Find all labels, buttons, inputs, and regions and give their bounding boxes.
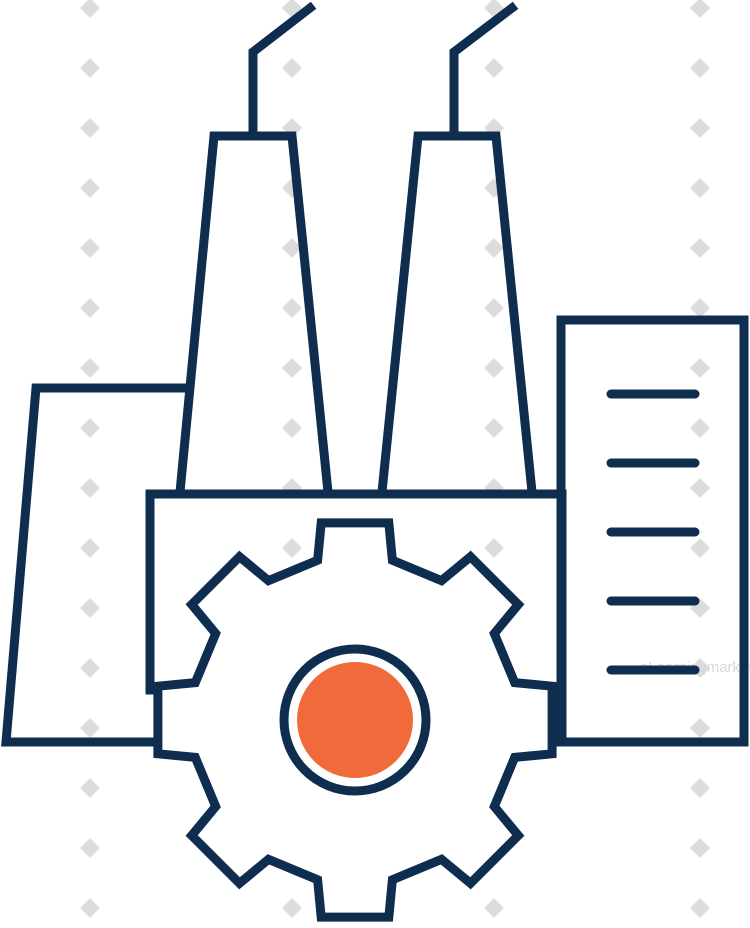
watermark-diamond-icon	[282, 538, 302, 558]
watermark-diamond-icon	[484, 358, 504, 378]
watermark-diamond-icon	[484, 898, 504, 918]
gear-core-icon	[297, 662, 413, 778]
watermark-diamond-icon	[690, 778, 710, 798]
right-building-icon	[556, 315, 749, 747]
watermark-diamond-icon	[690, 178, 710, 198]
watermark-diamond-icon	[484, 538, 504, 558]
watermark-diamond-icon	[80, 538, 100, 558]
chimney-left-icon	[175, 131, 333, 497]
watermark-diamond-icon	[484, 298, 504, 318]
watermark-diamond-icon	[80, 478, 100, 498]
watermark-diamond-icon	[690, 838, 710, 858]
watermark-diamond-icon	[690, 478, 710, 498]
watermark-diamond-icon	[484, 418, 504, 438]
watermark-diamond-icon	[80, 178, 100, 198]
watermark-diamond-icon	[690, 298, 710, 318]
watermark-diamond-icon	[690, 58, 710, 78]
watermark-diamond-icon	[80, 118, 100, 138]
watermark-diamond-icon	[80, 838, 100, 858]
watermark-diamond-icon	[80, 418, 100, 438]
left-building-icon	[1, 383, 190, 747]
watermark-diamond-icon	[484, 58, 504, 78]
watermark-diamond-icon	[282, 418, 302, 438]
watermark-diamond-icon	[484, 238, 504, 258]
watermark-diamond-icon	[80, 0, 100, 18]
watermark-diamond-icon	[80, 778, 100, 798]
watermark-diamond-icon	[80, 238, 100, 258]
watermark-diamond-icon	[690, 238, 710, 258]
watermark-diamond-icon	[80, 298, 100, 318]
watermark-diamond-icon	[690, 538, 710, 558]
watermark-diamond-icon	[690, 898, 710, 918]
watermark-diamond-icon	[282, 238, 302, 258]
watermark-diamond-icon	[690, 418, 710, 438]
smoke-pipe-right-icon	[449, 1, 519, 141]
smoke-pipe-left-icon	[248, 1, 317, 141]
watermark-diamond-icon	[282, 898, 302, 918]
watermark-diamond-icon	[690, 358, 710, 378]
watermark-diamond-icon	[282, 358, 302, 378]
watermark-diamond-icon	[690, 118, 710, 138]
watermark-diamond-icon	[80, 718, 100, 738]
watermark-diamond-icon	[282, 58, 302, 78]
watermark-diamond-icon	[80, 598, 100, 618]
watermark-diamond-icon	[80, 358, 100, 378]
watermark-diamond-icon	[690, 718, 710, 738]
watermark-diamond-icon	[80, 658, 100, 678]
watermark-diamond-icon	[690, 0, 710, 18]
chimney-right-icon	[377, 131, 537, 497]
window-lines-icon	[606, 389, 700, 675]
watermark-diamond-icon	[282, 298, 302, 318]
watermark-diamond-icon	[80, 898, 100, 918]
watermark-diamond-icon	[80, 58, 100, 78]
